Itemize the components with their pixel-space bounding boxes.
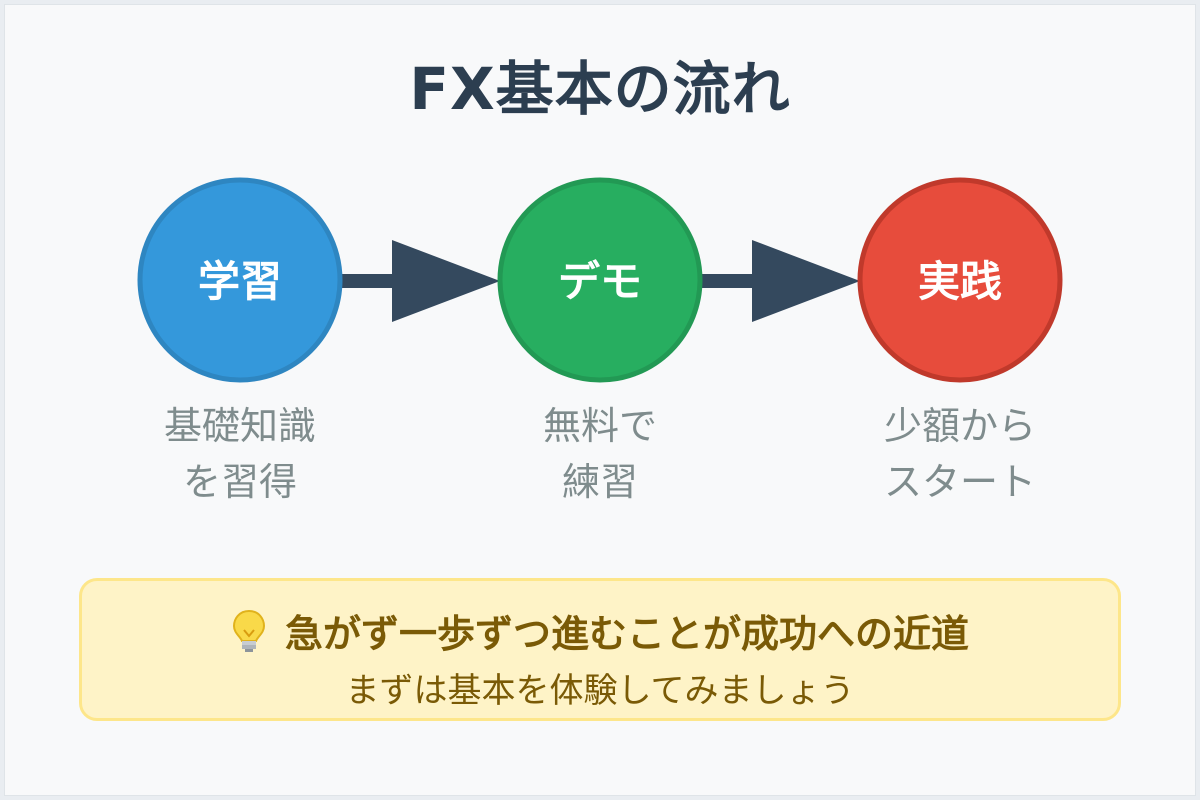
step-learning-label: 学習: [198, 257, 282, 306]
step-practice-caption: 少額から スタート: [810, 398, 1110, 510]
step-practice: 実践: [857, 177, 1063, 383]
tip-heading-row: 急がず一歩ずつ進むことが成功への近道: [82, 603, 1118, 658]
tip-box: 急がず一歩ずつ進むことが成功への近道 まずは基本を体験してみましょう: [79, 578, 1121, 721]
arrow-2: [700, 240, 860, 322]
step-demo-circle: [497, 177, 703, 383]
step-demo-caption-line-1: 無料で: [542, 404, 657, 448]
step-practice-caption-line-1: 少額から: [883, 404, 1036, 448]
step-learning-caption-line-1: 基礎知識: [163, 404, 316, 448]
arrow-1-head: [392, 240, 500, 322]
step-learning-caption: 基礎知識 を習得: [90, 398, 390, 510]
step-practice-label: 実践: [918, 257, 1002, 306]
step-learning-caption-line-2: を習得: [182, 460, 297, 504]
step-learning: 学習: [137, 177, 343, 383]
step-demo: デモ: [497, 177, 703, 383]
tip-heading: 急がず一歩ずつ進むことが成功への近道: [284, 612, 969, 656]
arrow-2-head: [752, 240, 860, 322]
step-learning-circle: [137, 177, 343, 383]
step-demo-caption-line-2: 練習: [561, 460, 638, 504]
step-demo-label: デモ: [558, 257, 642, 306]
arrow-1: [340, 240, 500, 322]
lightbulb-icon: [231, 609, 267, 653]
step-demo-caption: 無料で 練習: [450, 398, 750, 510]
page-title: FX基本の流れ: [409, 55, 791, 123]
step-practice-caption-line-2: スタート: [883, 460, 1036, 504]
step-practice-circle: [857, 177, 1063, 383]
tip-subtext: まずは基本を体験してみましょう: [345, 671, 855, 711]
